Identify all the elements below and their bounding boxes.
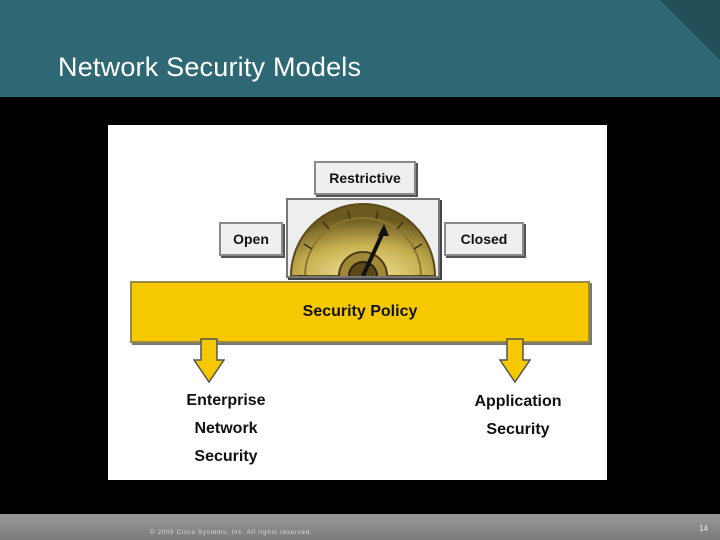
slide-header: Network Security Models bbox=[0, 0, 720, 97]
page-number: 14 bbox=[699, 524, 708, 533]
right-down-arrow-icon bbox=[499, 338, 531, 384]
right-outcome-line-2: Security bbox=[486, 421, 550, 438]
security-dial bbox=[286, 198, 440, 278]
dial-gauge-icon bbox=[289, 203, 437, 276]
closed-box: Closed bbox=[444, 222, 524, 256]
application-security-label: Application Security bbox=[458, 388, 578, 444]
diagram-panel: Restrictive Open Closed bbox=[108, 125, 607, 480]
left-down-arrow-icon bbox=[193, 338, 225, 384]
restrictive-box: Restrictive bbox=[314, 161, 416, 195]
left-outcome-line-2: Network bbox=[194, 420, 258, 437]
slide-title: Network Security Models bbox=[58, 52, 362, 82]
right-outcome-line-1: Application bbox=[474, 393, 562, 410]
open-box: Open bbox=[219, 222, 283, 256]
left-outcome-line-1: Enterprise bbox=[186, 392, 266, 409]
slide-footer: © 2005 Cisco Systems, Inc. All rights re… bbox=[0, 514, 720, 540]
enterprise-network-security-label: Enterprise Network Security bbox=[166, 387, 286, 471]
security-policy-bar: Security Policy bbox=[130, 281, 590, 343]
left-outcome-line-3: Security bbox=[194, 448, 258, 465]
security-policy-label: Security Policy bbox=[302, 303, 418, 320]
header-corner-accent bbox=[660, 0, 720, 60]
copyright-text: © 2005 Cisco Systems, Inc. All rights re… bbox=[150, 530, 313, 536]
